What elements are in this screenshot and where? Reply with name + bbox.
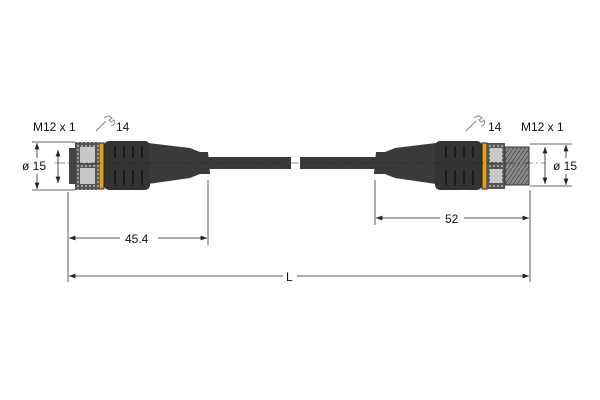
right-ring: [481, 142, 488, 190]
right-thread-label: M12 x 1: [521, 120, 564, 134]
right-wrench-icon: [465, 115, 486, 132]
left-socket-face: [69, 148, 76, 184]
right-overmold: [374, 143, 436, 184]
left-grip-body: [104, 141, 150, 190]
left-grip-ribs: [114, 146, 143, 185]
left-wrench-size: 14: [116, 120, 130, 134]
extension-lines: [32, 141, 572, 282]
right-connector: [300, 141, 530, 190]
left-ring: [98, 142, 105, 190]
overall-length-label: L: [286, 270, 293, 284]
right-grip-ribs: [445, 146, 474, 185]
right-diameter-label: ø 15: [553, 159, 577, 173]
left-overmold: [148, 143, 210, 184]
left-diameter-label: ø 15: [22, 159, 46, 173]
right-wrench-size: 14: [488, 120, 502, 134]
right-grip-body: [435, 141, 482, 190]
left-thread-label: M12 x 1: [33, 120, 76, 134]
right-length-label: 52: [445, 212, 459, 226]
left-connector: [69, 141, 291, 190]
right-thread: [504, 146, 530, 186]
left-length-label: 45.4: [125, 232, 149, 246]
left-wrench-icon: [95, 115, 116, 132]
